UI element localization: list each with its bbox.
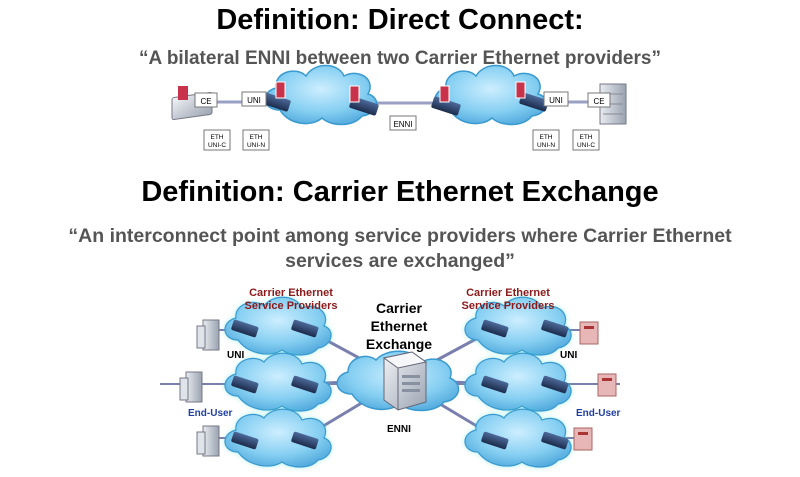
eth-uni-n-label-left: ETH UNI-N: [242, 129, 270, 151]
svg-text:UNI-N: UNI-N: [537, 142, 555, 149]
exchange-quote-line2: services are exchanged”: [285, 250, 515, 272]
exchange-quote: “An interconnect point among service pro…: [0, 224, 800, 274]
exchange-title: Definition: Carrier Ethernet Exchange: [141, 176, 659, 208]
exchange-center-label-line3: Exchange: [366, 336, 432, 352]
svg-text:UNI-N: UNI-N: [247, 142, 265, 149]
providers-label-left-line2: Service Providers: [245, 300, 338, 312]
provider-switches: [231, 319, 569, 450]
end-user-server-left-top: [196, 319, 220, 351]
exchange-diagram: Carrier Ethernet Service Providers Carri…: [160, 287, 621, 468]
dc-device: [431, 85, 461, 116]
svg-text:UNI: UNI: [549, 96, 563, 105]
end-user-server-right-bottom: [573, 427, 593, 451]
svg-text:ETH: ETH: [540, 134, 553, 141]
direct-connect-title: Definition: Direct Connect:: [216, 4, 584, 36]
direct-connect-quote: “A bilateral ENNI between two Carrier Et…: [139, 48, 661, 69]
providers-label-left-line1: Carrier Ethernet: [249, 287, 333, 299]
end-user-label-right: End-User: [576, 408, 621, 419]
eth-uni-c-label-left: ETH UNI-C: [203, 129, 231, 151]
provider-cloud-top-right: [464, 296, 572, 356]
exchange-uni-label-left: UNI: [227, 350, 244, 361]
end-user-server-right-mid: [597, 373, 617, 397]
ce-label-right: CE: [587, 92, 611, 108]
direct-connect-diagram: CE UNI ENNI UNI CE ETH UNI-C: [171, 64, 627, 151]
providers-label-right-line2: Service Providers: [462, 300, 555, 312]
providers-label-right-line1: Carrier Ethernet: [466, 287, 550, 299]
uni-label-left: UNI: [241, 91, 267, 107]
dc-cloud-right: [434, 64, 548, 126]
exchange-quote-line1: “An interconnect point among service pro…: [68, 225, 732, 247]
svg-text:ETH: ETH: [580, 134, 593, 141]
svg-text:ETH: ETH: [250, 134, 263, 141]
svg-text:CE: CE: [200, 97, 211, 106]
svg-text:UNI: UNI: [247, 96, 261, 105]
provider-cloud-mid-right: [464, 352, 572, 412]
eth-uni-n-label-right: ETH UNI-N: [532, 129, 560, 151]
ce-label-left: CE: [194, 92, 218, 108]
exchange-enni-label: ENNI: [387, 424, 411, 435]
svg-text:UNI-C: UNI-C: [577, 142, 595, 149]
end-user-server-left-bottom: [196, 425, 220, 457]
end-user-server-left-mid: [179, 371, 203, 403]
exchange-center-label-line2: Ethernet: [371, 318, 428, 334]
dc-device: [261, 81, 291, 112]
exchange-center-label-line1: Carrier: [376, 300, 422, 316]
svg-text:ETH: ETH: [211, 134, 224, 141]
exchange-switch: [382, 351, 428, 411]
uni-label-right: UNI: [543, 91, 569, 107]
exchange-uni-label-right: UNI: [560, 350, 577, 361]
provider-cloud-top-left: [224, 296, 332, 356]
provider-cloud-mid-left: [224, 352, 332, 412]
dc-device: [515, 81, 549, 112]
end-user-server-right-top: [579, 321, 599, 345]
provider-cloud-bottom-left: [224, 408, 332, 468]
dc-device: [349, 85, 379, 116]
enni-label: ENNI: [389, 115, 417, 131]
svg-text:CE: CE: [593, 97, 604, 106]
provider-cloud-bottom-right: [464, 408, 572, 468]
end-user-label-left: End-User: [188, 408, 233, 419]
svg-text:UNI-C: UNI-C: [208, 142, 226, 149]
svg-text:ENNI: ENNI: [393, 120, 412, 129]
eth-uni-c-label-right: ETH UNI-C: [572, 129, 600, 151]
